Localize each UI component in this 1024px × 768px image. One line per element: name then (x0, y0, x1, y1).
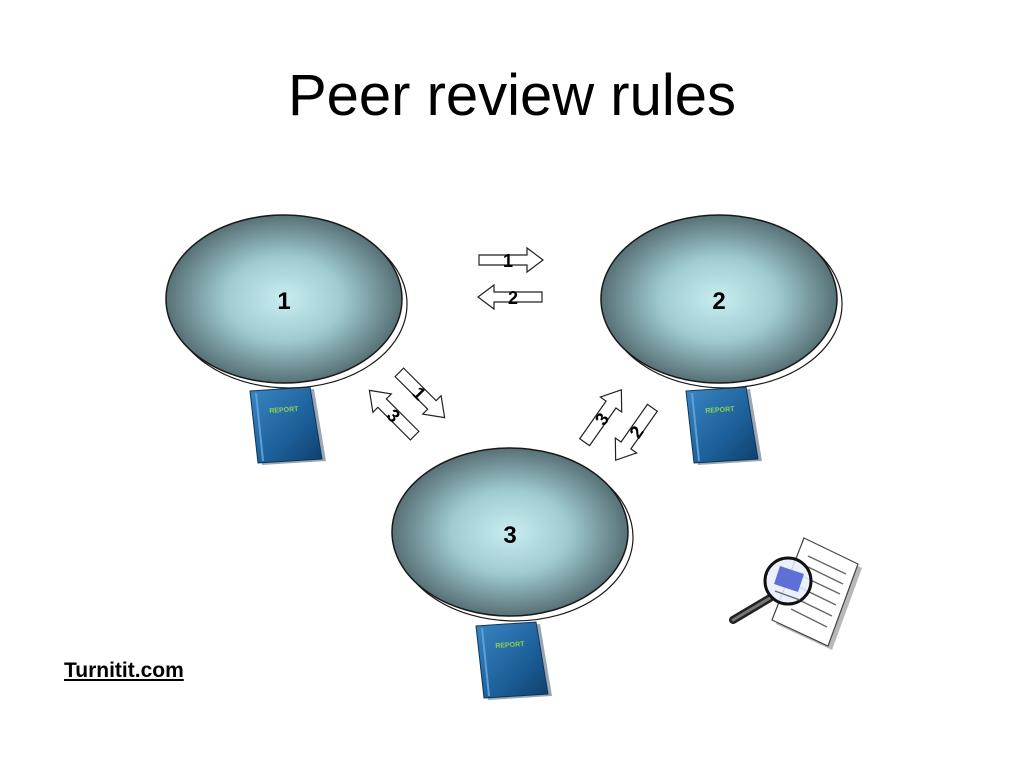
arrow-g1-to-g3: 1 (394, 367, 446, 419)
group-3: REPORT 3 (391, 447, 634, 701)
group-1-circle (165, 214, 403, 384)
group-2: REPORT 2 (600, 214, 843, 466)
report-label-3: REPORT (495, 641, 525, 650)
magnifier-document-icon (729, 537, 862, 650)
arrow-g2-to-g1: 2 (477, 283, 543, 311)
arrow-label-g1-to-g2: 1 (503, 251, 513, 271)
arrow-g3-to-g2: 3 (578, 388, 623, 447)
group-3-label: 3 (503, 522, 516, 549)
group-1-label: 1 (277, 288, 290, 315)
report-book-2: REPORT (685, 386, 763, 466)
report-label-1: REPORT (269, 406, 299, 415)
report-label-2: REPORT (705, 406, 735, 415)
report-book-1: REPORT (249, 386, 327, 466)
group-2-circle (600, 214, 838, 384)
arrow-g2-to-g3: 2 (614, 403, 659, 462)
group-2-label: 2 (712, 288, 725, 315)
group-1: REPORT 1 (165, 214, 408, 466)
slide-title: Peer review rules (287, 63, 737, 128)
arrow-g1-to-g2: 1 (478, 246, 544, 274)
group-3-circle (391, 447, 629, 617)
arrow-label-g2-to-g1: 2 (508, 288, 518, 308)
arrow-g3-to-g1: 3 (368, 389, 420, 441)
turnitin-link[interactable]: Turnitit.com (64, 659, 184, 682)
report-book-3: REPORT (475, 621, 553, 701)
